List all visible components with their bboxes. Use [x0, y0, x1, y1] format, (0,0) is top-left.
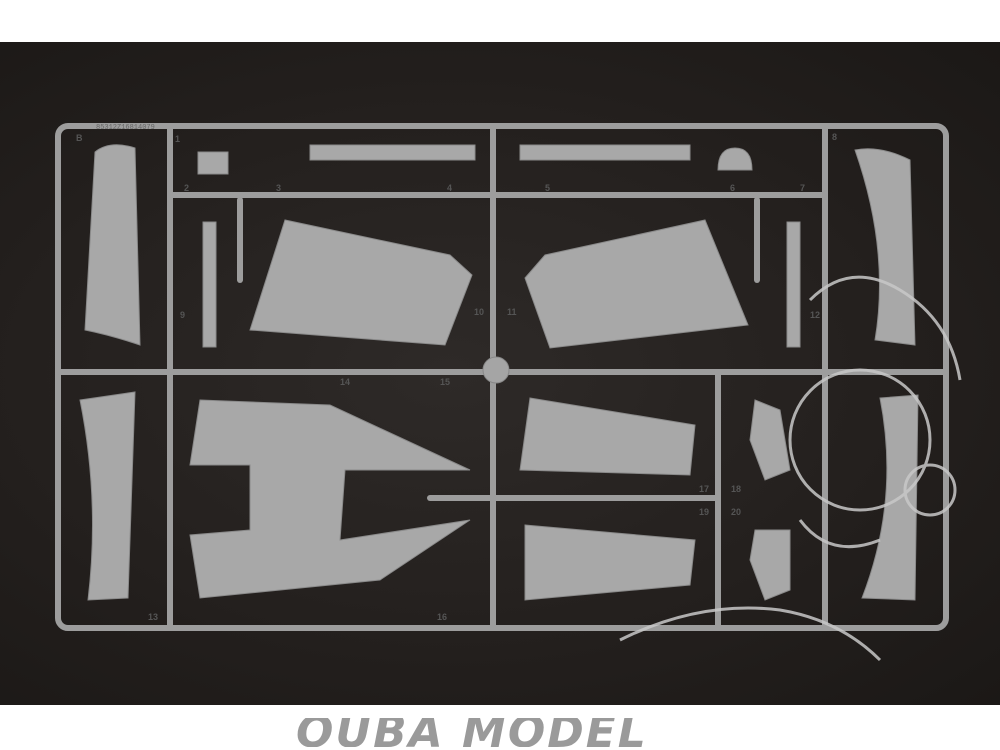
part-label: 3: [276, 183, 281, 193]
part-intake-left-top: [84, 144, 141, 346]
part-small-right-top: [749, 399, 791, 481]
part-label: 2: [184, 183, 189, 193]
part-label: 1: [175, 134, 180, 144]
part-strip-left: [202, 221, 217, 348]
part-label: 19: [699, 507, 709, 517]
part-fuselage-half: [189, 399, 471, 599]
part-intake-right-bottom: [861, 394, 919, 601]
sprue-letter: B: [76, 133, 83, 143]
part-wing-left: [249, 219, 473, 346]
part-wing-right: [524, 219, 749, 349]
part-label: 12: [810, 310, 820, 320]
part-label: 13: [148, 612, 158, 622]
part-intake-right-top: [854, 148, 916, 346]
part-stabilizer-bottom: [524, 524, 696, 601]
part-5: [519, 144, 691, 161]
part-1: [197, 151, 229, 175]
watermark-mascot: [619, 275, 962, 662]
sprue-frame: B 85312Z16814079 1 2 3 4 5 6 7 8 9 10 11…: [55, 123, 962, 662]
part-label: 14: [340, 377, 350, 387]
part-label: 10: [474, 307, 484, 317]
part-label: 8: [832, 132, 837, 142]
part-label: 17: [699, 484, 709, 494]
part-small-right-bottom: [749, 529, 791, 601]
part-strip-right: [786, 221, 801, 348]
part-number-labels: B 85312Z16814079 1 2 3 4 5 6 7 8 9 10 11…: [76, 124, 837, 622]
sprue-hub: [482, 356, 510, 384]
part-label: 5: [545, 183, 550, 193]
part-label: 4: [447, 183, 452, 193]
sprue-code: 85312Z16814079: [96, 124, 155, 132]
part-label: 7: [800, 183, 805, 193]
part-label: 11: [507, 307, 517, 317]
part-6: [717, 147, 753, 171]
part-label: 15: [440, 377, 450, 387]
part-4: [309, 144, 476, 161]
part-intake-left-bottom: [79, 391, 136, 601]
watermark-text: OUBA MODEL: [296, 718, 648, 747]
part-label: 20: [731, 507, 741, 517]
part-label: 18: [731, 484, 741, 494]
part-label: 16: [437, 612, 447, 622]
part-stabilizer-top: [519, 397, 696, 476]
part-label: 6: [730, 183, 735, 193]
sprue-photo: B 85312Z16814079 1 2 3 4 5 6 7 8 9 10 11…: [0, 42, 1000, 747]
part-label: 9: [180, 310, 185, 320]
